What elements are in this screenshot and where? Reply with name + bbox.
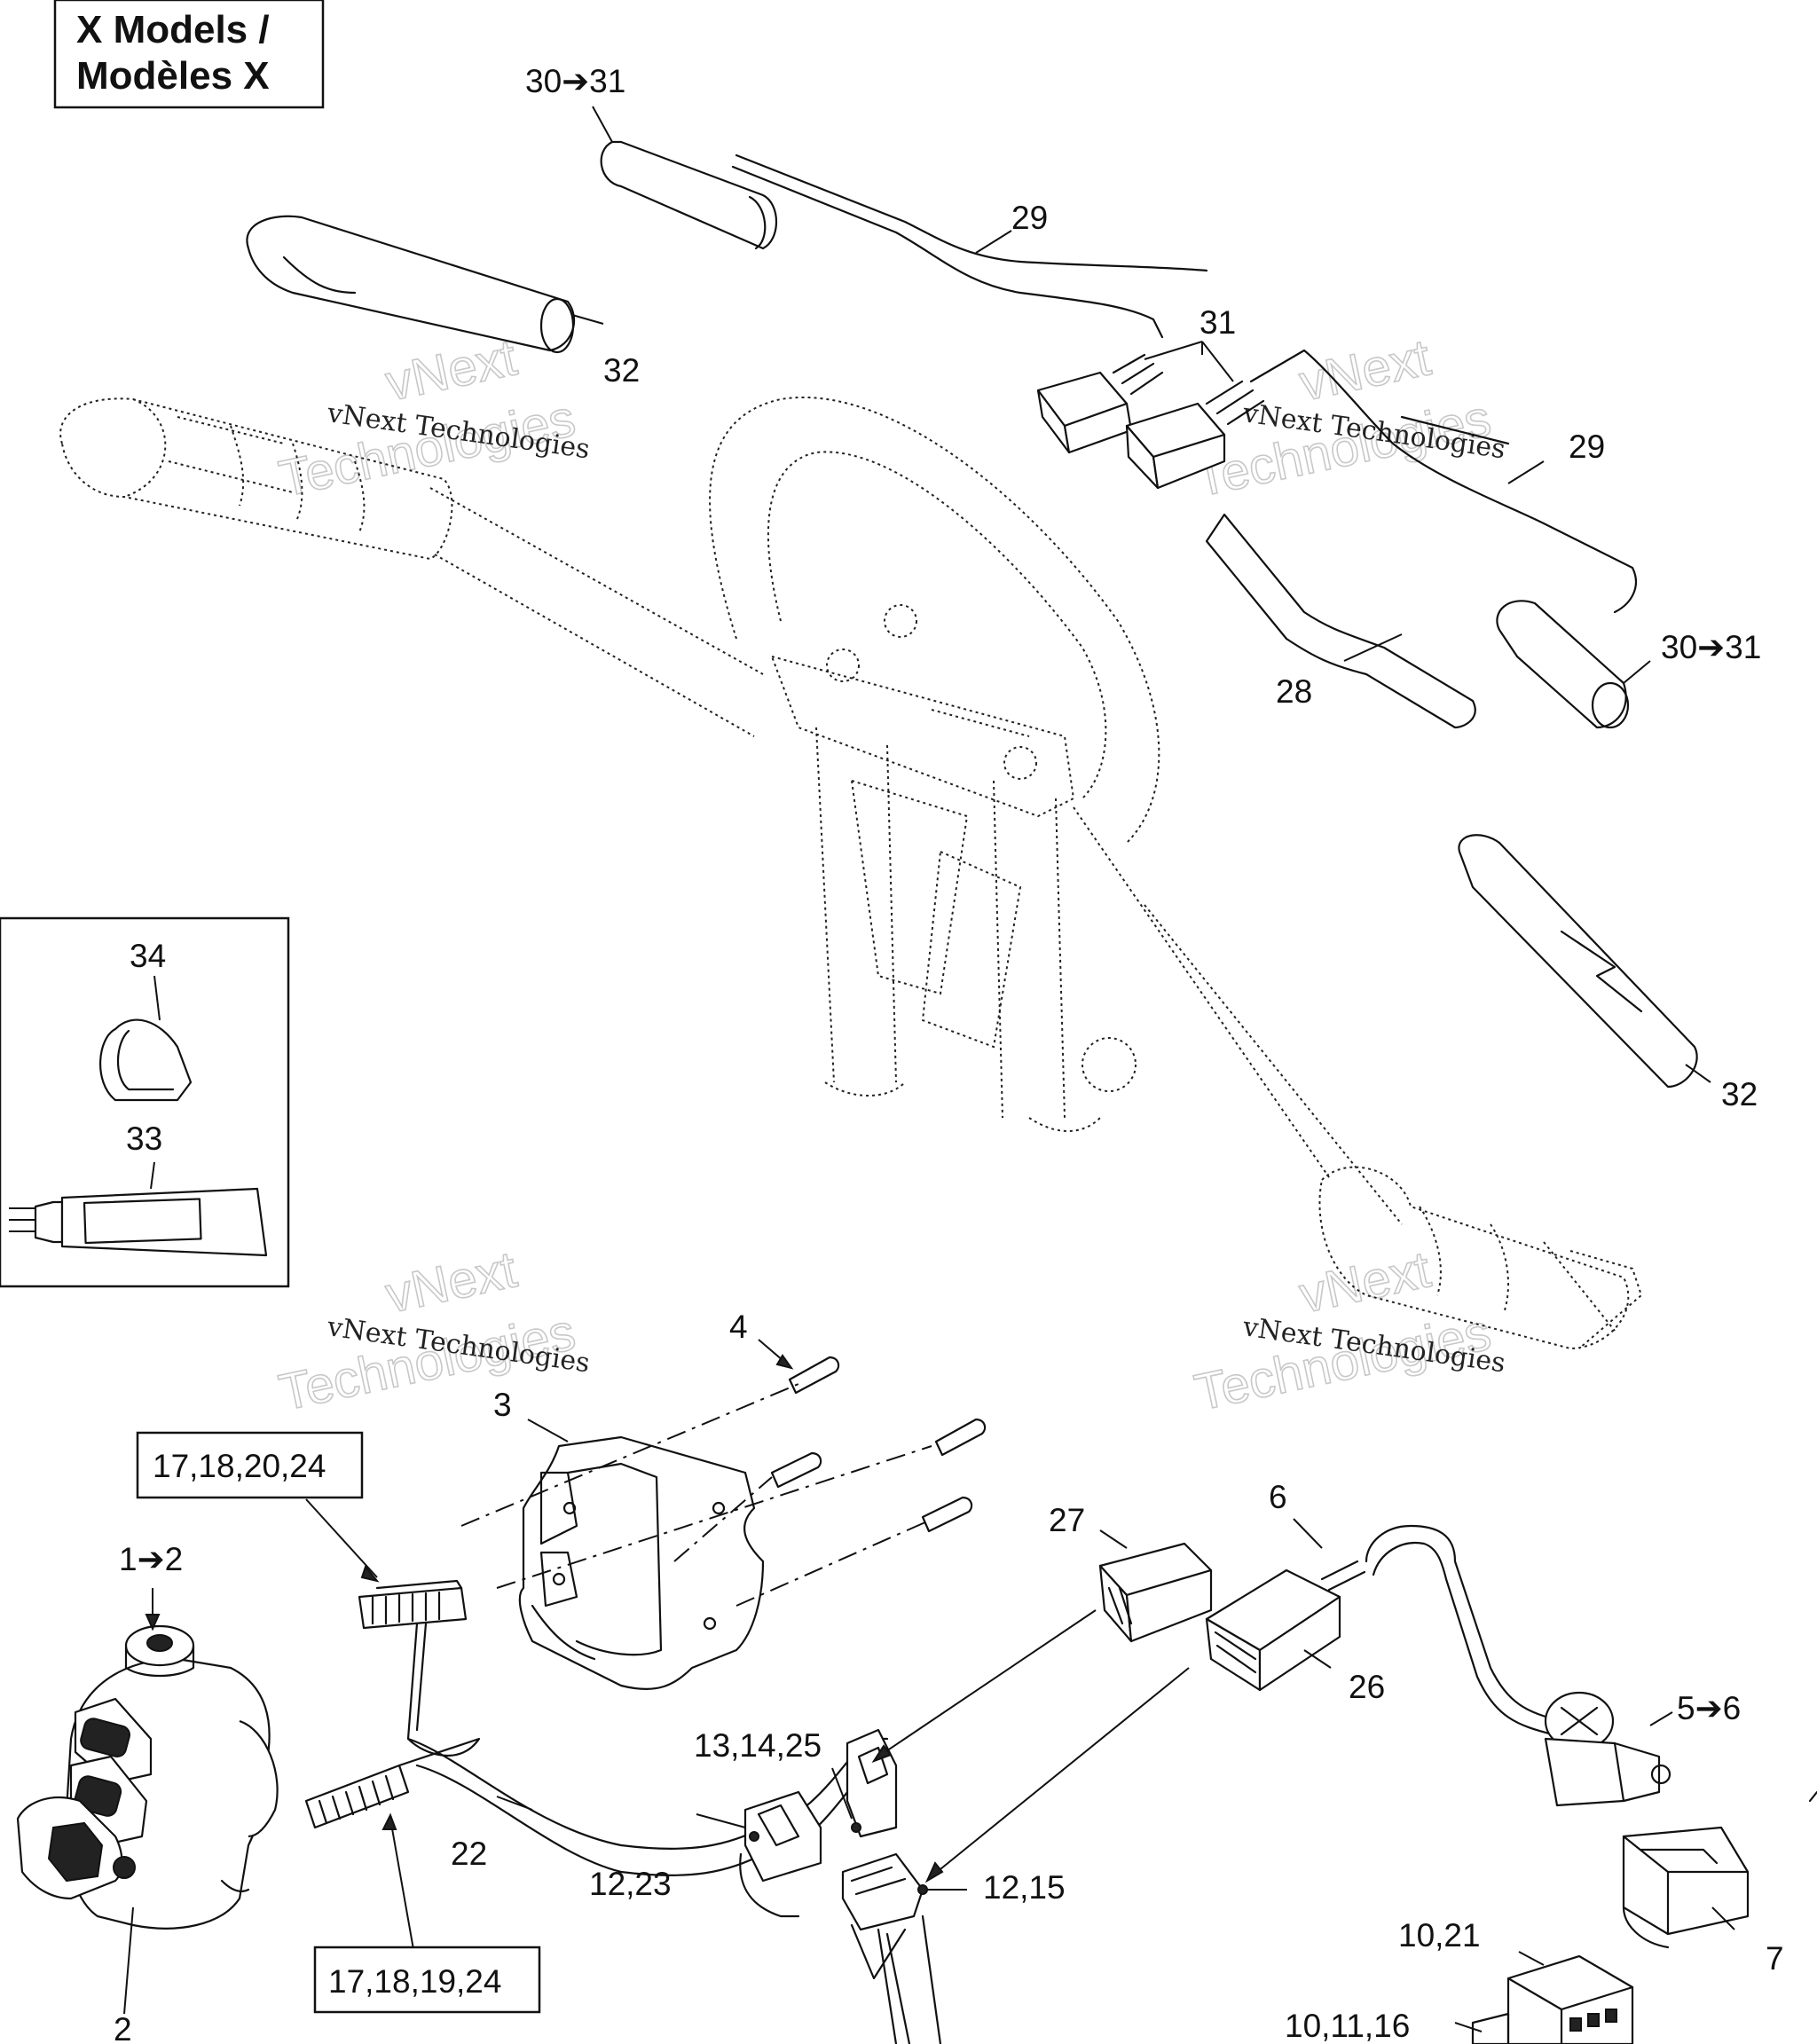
svg-text:vNext: vNext	[381, 1240, 522, 1324]
left-control-housing	[16, 1624, 279, 1930]
title-line-1: X Models /	[76, 8, 270, 51]
connector-26	[1205, 1568, 1341, 1692]
grip-sleeve-right	[1458, 834, 1698, 1089]
harness-connector-upper	[358, 1579, 468, 1630]
callout-17-18-19-24: 17,18,19,24	[328, 1963, 501, 2000]
harness-connector-lower	[304, 1764, 410, 1829]
callout-29-right: 29	[1569, 428, 1605, 465]
handlebar-assembly	[59, 397, 1643, 1350]
arrow-head	[145, 1614, 161, 1631]
callout-17-18-20-24: 17,18,20,24	[153, 1448, 326, 1484]
heater-wire-top-2	[731, 165, 1164, 339]
connector-10-11-16	[1471, 2012, 1510, 2044]
clip-34	[98, 1018, 193, 1102]
title-line-2: Modèles X	[76, 54, 270, 98]
callout-10-21: 10,21	[1398, 1917, 1481, 1954]
bent-tube-28	[1205, 513, 1476, 729]
heater-wire-right	[1249, 349, 1637, 614]
callout-6: 6	[1269, 1479, 1287, 1515]
arrow-head	[775, 1354, 794, 1370]
callout-12-15: 12,15	[983, 1869, 1066, 1906]
callout-labels: 30➔31 29 32 31 29 30➔31 28 32 34 33 4 3 …	[114, 63, 1784, 2044]
callout-2: 2	[114, 2011, 132, 2044]
svg-text:vNext: vNext	[1294, 328, 1436, 412]
callout-1-2: 1➔2	[119, 1541, 183, 1577]
grip-sleeve-top	[246, 215, 576, 354]
arrow-head	[381, 1812, 397, 1830]
housing-7	[1622, 1790, 1817, 1949]
callout-32-top: 32	[603, 352, 640, 389]
callout-3: 3	[493, 1387, 512, 1423]
callout-7: 7	[1766, 1940, 1784, 1977]
pins-4	[770, 1356, 987, 1533]
connector-31-left	[1036, 353, 1164, 454]
callout-30-31-right: 30➔31	[1661, 629, 1761, 665]
callout-10-11-16: 10,11,16	[1285, 2008, 1410, 2044]
watermark-top-left: vNext Technologies vNext Technologies	[273, 328, 591, 509]
wire-switch-6	[1320, 1524, 1563, 1736]
watermark-bottom-left: vNext Technologies vNext Technologies	[273, 1240, 591, 1423]
watermark-bottom-right: vNext Technologies vNext Technologies	[1189, 1240, 1506, 1423]
callout-29-top: 29	[1011, 200, 1048, 236]
callout-32-right: 32	[1721, 1076, 1758, 1112]
svg-text:vNext: vNext	[1294, 1240, 1436, 1324]
arrow-head	[924, 1861, 944, 1883]
callout-33: 33	[126, 1120, 162, 1157]
arrow-head	[871, 1744, 893, 1763]
heater-wire-top	[735, 153, 1208, 272]
callout-5-6: 5➔6	[1677, 1690, 1741, 1726]
callout-30-31-top: 30➔31	[525, 63, 625, 99]
callout-box-17-18-19-24	[313, 1946, 541, 2014]
title-box	[53, 0, 325, 109]
callout-4: 4	[729, 1309, 748, 1345]
heater-wire-right-stub	[1400, 415, 1510, 445]
callout-22: 22	[451, 1836, 487, 1872]
callout-31: 31	[1200, 304, 1236, 341]
grip-heater-top	[600, 140, 778, 250]
callout-27: 27	[1049, 1502, 1085, 1538]
connector-10-21	[1506, 1954, 1634, 2044]
connector-27	[1098, 1542, 1213, 1643]
arrow-head	[360, 1564, 380, 1583]
callout-34: 34	[130, 938, 166, 974]
connector-cluster	[739, 1728, 942, 2044]
callout-12-23: 12,23	[589, 1866, 672, 1902]
grip-heater-right	[1496, 600, 1630, 729]
switch-5	[1544, 1691, 1671, 1807]
callout-26: 26	[1349, 1669, 1385, 1705]
tube-33	[9, 1187, 268, 1257]
callout-13-14-25: 13,14,25	[694, 1727, 822, 1764]
alignment-lines	[460, 1383, 932, 1607]
connector-31-right	[1125, 380, 1265, 490]
housing-3	[518, 1435, 765, 1690]
callout-28: 28	[1276, 673, 1312, 710]
svg-text:vNext: vNext	[381, 328, 522, 412]
callout-box-17-18-20-24	[136, 1431, 364, 1499]
leader-lines	[123, 106, 1735, 2032]
